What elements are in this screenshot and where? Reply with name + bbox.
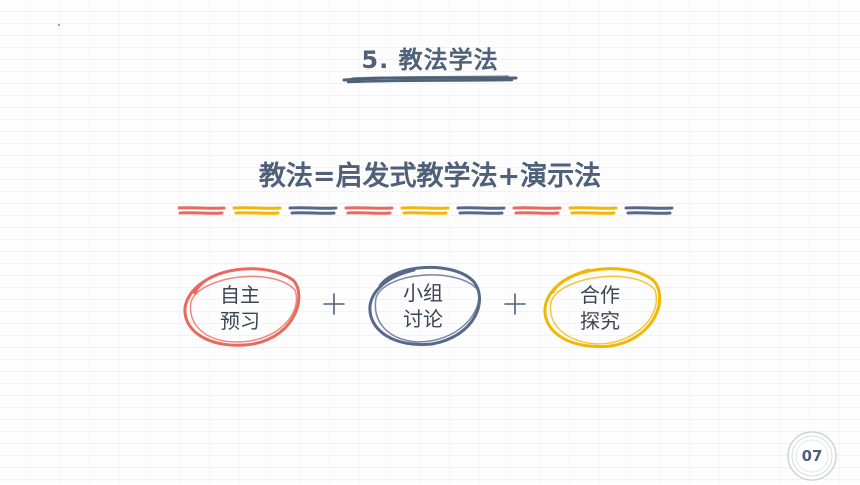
method-group-discussion-line2: 讨论 xyxy=(403,307,443,331)
decorative-dash xyxy=(512,206,562,215)
plus-icon xyxy=(504,293,526,315)
hand-drawn-circle-red xyxy=(183,267,301,347)
decorative-dash-row xyxy=(178,206,674,215)
corner-dot xyxy=(58,24,60,26)
method-self-preview-label: 自主 预习 xyxy=(175,258,305,358)
method-cooperative-inquiry-label: 合作 探究 xyxy=(535,258,665,358)
decorative-dash xyxy=(400,206,450,215)
decorative-dash xyxy=(568,206,618,215)
decorative-dash xyxy=(288,206,338,215)
slide-title: 5. 教法学法 xyxy=(361,46,499,74)
method-cooperative-inquiry-line2: 探究 xyxy=(580,309,620,333)
decorative-dash xyxy=(624,206,674,215)
method-self-preview-line1: 自主 xyxy=(220,283,260,307)
decorative-dash xyxy=(456,206,506,215)
page-number-badge: 07 xyxy=(780,424,840,484)
hand-drawn-circle-blue xyxy=(368,265,482,347)
method-group-discussion-line1: 小组 xyxy=(403,281,443,305)
method-self-preview: 自主 预习 xyxy=(175,258,305,358)
method-self-preview-line2: 预习 xyxy=(220,309,260,333)
decorative-dash xyxy=(344,206,394,215)
plus-icon xyxy=(323,293,345,315)
page-number: 07 xyxy=(801,447,823,465)
teaching-method-formula: 教法=启发式教学法+演示法 xyxy=(258,161,602,192)
decorative-dash xyxy=(232,206,282,215)
method-cooperative-inquiry: 合作 探究 xyxy=(535,258,665,358)
method-cooperative-inquiry-line1: 合作 xyxy=(580,283,620,307)
decorative-dash xyxy=(178,206,226,215)
method-group-discussion: 小组 讨论 xyxy=(358,256,488,356)
method-group-discussion-label: 小组 讨论 xyxy=(358,256,488,356)
title-brush-underline xyxy=(342,75,518,84)
hand-drawn-circle-yellow xyxy=(543,267,662,349)
page-badge-circle-icon xyxy=(787,431,837,481)
